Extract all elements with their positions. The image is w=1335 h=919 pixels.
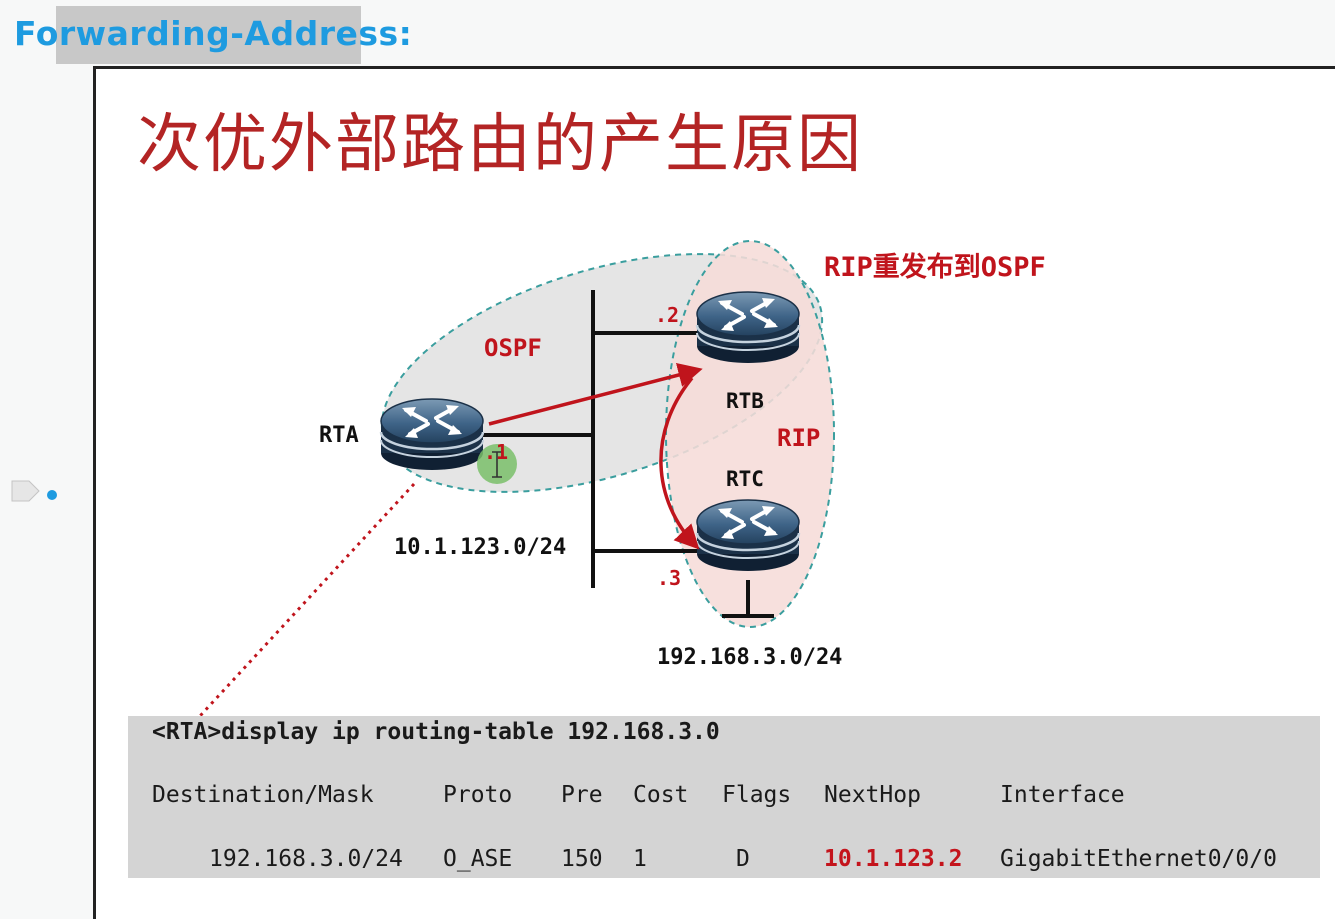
page-heading: Forwarding-Address: <box>14 14 413 53</box>
rtb-interface-label: .2 <box>655 303 679 327</box>
heading-highlight <box>56 6 361 64</box>
shared-network-label: 10.1.123.0/24 <box>394 535 566 560</box>
routing-table-terminal: <RTA>display ip routing-table 192.168.3.… <box>128 716 1320 878</box>
redistribute-label: RIP重发布到OSPF <box>824 251 1046 283</box>
route-cost: 1 <box>633 846 647 872</box>
rta-leader-line <box>198 482 416 718</box>
route-pre: 150 <box>561 846 603 872</box>
cursor-highlight <box>477 444 517 484</box>
column-header-cost: Cost <box>633 782 689 808</box>
ospf-label: OSPF <box>484 334 542 362</box>
rtb-label: RTB <box>726 389 764 413</box>
column-header-destination: Destination/Mask <box>152 782 374 808</box>
rtc-label: RTC <box>726 467 764 491</box>
slide-title: 次优外部路由的产生原因 <box>137 108 863 182</box>
rta-interface-label: .1 <box>484 440 508 464</box>
column-header-interface: Interface <box>1000 782 1125 808</box>
rip-label: RIP <box>777 424 820 452</box>
column-header-nexthop: NextHop <box>824 782 921 808</box>
bullet-dot <box>47 490 57 500</box>
terminal-command: <RTA>display ip routing-table 192.168.3.… <box>152 719 720 745</box>
shared-segment <box>482 290 700 588</box>
stub-network-label: 192.168.3.0/24 <box>657 645 842 670</box>
network-diagram: RIP重发布到OSPF OSPF RIP RTA RTB RTC .2 .1 .… <box>198 240 1046 718</box>
rta-label: RTA <box>319 423 359 448</box>
route-interface: GigabitEthernet0/0/0 <box>1000 846 1277 872</box>
rtb-router-icon <box>695 290 801 365</box>
route-flags: D <box>736 846 750 872</box>
bookmark-tag-icon[interactable] <box>11 479 41 503</box>
column-header-flags: Flags <box>722 782 792 808</box>
rtc-interface-label: .3 <box>657 566 681 590</box>
rta-router-icon <box>379 397 485 472</box>
column-header-pre: Pre <box>561 782 603 808</box>
rtc-stub-link <box>722 580 774 618</box>
route-proto: O_ASE <box>443 846 513 872</box>
forwarding-arrows <box>488 363 703 550</box>
rtc-router-icon <box>695 498 801 573</box>
route-destination: 192.168.3.0/24 <box>209 846 403 872</box>
column-header-proto: Proto <box>443 782 513 808</box>
route-nexthop: 10.1.123.2 <box>824 846 963 872</box>
